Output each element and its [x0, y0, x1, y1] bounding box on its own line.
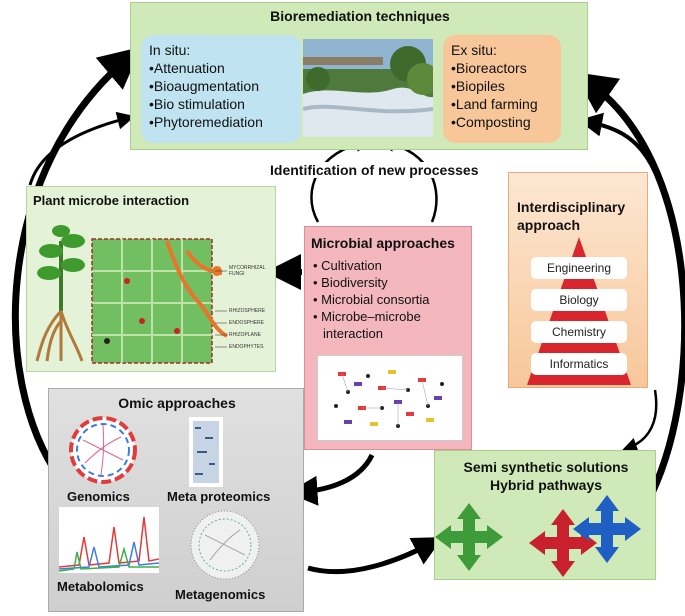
meta-proteomics-label: Meta proteomics — [167, 489, 271, 504]
discipline-informatics: Informatics — [531, 353, 627, 375]
arrow-omic-to-semi — [307, 537, 444, 575]
genomics-image — [69, 416, 137, 484]
pyramid — [527, 237, 631, 385]
plant-label: ENDOSPHERE — [229, 320, 265, 326]
microbial-item: • Microbe–microbe — [313, 309, 421, 324]
arrow-right-down — [622, 389, 658, 453]
microbe-network-image — [317, 355, 463, 441]
plant-microbe-illustration — [35, 225, 228, 364]
ex-situ-item: •Composting — [451, 114, 531, 130]
stream-photo — [303, 39, 433, 137]
ex-situ-box: Ex situ: •Bioreactors •Biopiles •Land fa… — [443, 35, 561, 143]
in-situ-heading: In situ: — [149, 42, 191, 58]
pathway-arrows — [435, 495, 641, 577]
metabolomics-label: Metabolomics — [57, 579, 144, 594]
discipline-biology: Biology — [531, 289, 627, 311]
interdisciplinary-box: Interdisciplinary approach Engineering B… — [508, 172, 648, 388]
omic-title: Omic approaches — [118, 395, 236, 411]
metabolomics-image — [59, 507, 159, 573]
in-situ-item: •Phytoremediation — [149, 114, 263, 130]
interdisciplinary-title-line1: Interdisciplinary — [517, 199, 626, 215]
in-situ-box: In situ: •Attenuation •Bioaugmentation •… — [141, 35, 301, 143]
ex-situ-item: •Bioreactors — [451, 60, 527, 76]
green-cross-arrow — [435, 503, 503, 571]
plant-label: MYCORRHIZAL FUNGI — [229, 265, 266, 277]
arrow-right-inner — [578, 112, 657, 173]
omic-box: Omic approaches Genomics Meta proteomics… — [48, 388, 304, 612]
interdisciplinary-title-line2: approach — [517, 217, 581, 233]
blue-cross-arrow — [573, 495, 641, 563]
microbial-box: Microbial approaches • Cultivation • Bio… — [304, 226, 472, 450]
microbial-title: Microbial approaches — [311, 235, 455, 251]
ex-situ-heading: Ex situ: — [451, 42, 497, 58]
ex-situ-item: •Land farming — [451, 96, 538, 112]
in-situ-item: •Bioaugmentation — [149, 78, 259, 94]
microbial-item: • Cultivation — [313, 258, 382, 273]
discipline-chemistry: Chemistry — [531, 321, 627, 343]
arrow-ident-up-left — [310, 136, 372, 223]
red-cross-arrow — [529, 509, 597, 577]
identification-label: Identification of new processes — [270, 162, 479, 178]
genomics-label: Genomics — [67, 489, 130, 504]
bioremediation-title: Bioremediation techniques — [270, 8, 450, 24]
hybrid-pathways-title: Hybrid pathways — [489, 477, 603, 493]
bioremediation-box: Bioremediation techniques In situ: •Atte… — [130, 2, 588, 150]
microbial-item: • Biodiversity — [313, 275, 388, 290]
semi-synthetic-box: Semi synthetic solutions Hybrid pathways — [434, 450, 656, 580]
arrow-microbial-to-omic — [287, 453, 375, 506]
microbial-item: interaction — [323, 326, 383, 341]
metagenomics-label: Metagenomics — [175, 587, 266, 602]
in-situ-item: •Bio stimulation — [149, 96, 245, 112]
plant-label: RHIZOPLANE — [229, 332, 261, 338]
metagenomics-image — [190, 510, 260, 580]
plant-microbe-box: Plant microbe interaction MYCORRHIZAL FU… — [26, 186, 276, 372]
discipline-engineering: Engineering — [531, 257, 627, 279]
meta-proteomics-image — [189, 417, 223, 487]
plant-label: ENDOPHYTES — [229, 344, 264, 350]
plant-label: RHIZOSPHERE — [229, 308, 266, 314]
semi-synthetic-title: Semi synthetic solutions — [463, 459, 629, 475]
microbial-item: • Microbial consortia — [313, 292, 430, 307]
in-situ-item: •Attenuation — [149, 60, 225, 76]
arrow-left-inner — [28, 111, 136, 186]
arrow-ident-up-right — [378, 136, 438, 223]
plant-microbe-title: Plant microbe interaction — [33, 193, 190, 208]
ex-situ-item: •Biopiles — [451, 78, 505, 94]
